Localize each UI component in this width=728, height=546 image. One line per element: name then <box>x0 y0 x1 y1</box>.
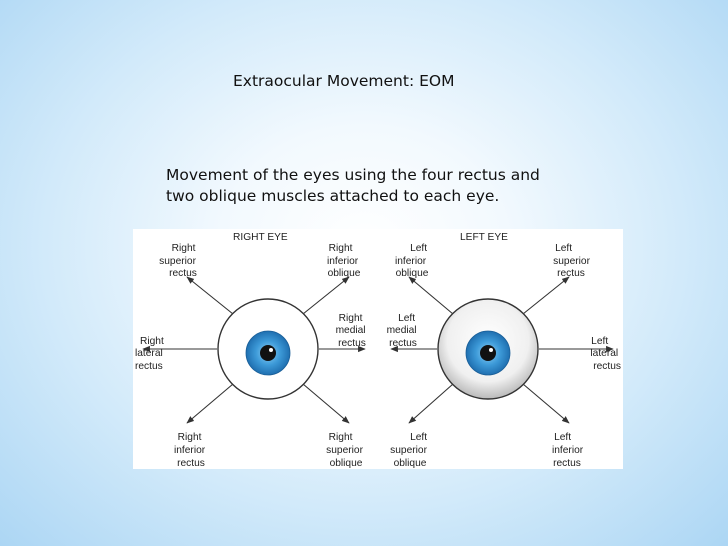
arrow-right-superior-rectus <box>186 276 234 315</box>
left-eye-group: Left inferior oblique Left superior rect… <box>387 243 621 469</box>
label-left-inferior-oblique: Left inferior oblique <box>395 243 430 279</box>
label-left-medial-rectus: Left medial rectus <box>387 313 420 349</box>
arrow-right-superior-oblique <box>302 383 350 424</box>
right-pupil-highlight <box>269 348 273 352</box>
label-right-superior-oblique: Right superior oblique <box>326 432 366 469</box>
arrow-left-superior-rectus <box>522 276 570 315</box>
arrow-left-superior-oblique <box>408 383 454 424</box>
label-left-inferior-rectus: Left inferior rectus <box>552 432 586 469</box>
left-pupil-highlight <box>489 348 493 352</box>
slide-description: Movement of the eyes using the four rect… <box>166 165 586 207</box>
label-left-lateral-rectus: Left lateral rectus <box>590 336 621 372</box>
label-right-inferior-oblique: Right inferior oblique <box>327 243 361 279</box>
label-left-superior-rectus: Left superior rectus <box>553 243 593 279</box>
label-right-inferior-rectus: Right inferior rectus <box>174 432 208 469</box>
description-line-1: Movement of the eyes using the four rect… <box>166 166 540 184</box>
left-eye-header: LEFT EYE <box>460 232 508 243</box>
right-eye-group: Right superior rectus Right inferior obl… <box>135 243 369 469</box>
description-line-2: two oblique muscles attached to each eye… <box>166 187 500 205</box>
eom-diagram: RIGHT EYE LEFT EYE Right superior rectus… <box>133 229 623 469</box>
right-pupil <box>260 345 276 361</box>
label-right-lateral-rectus: Right lateral rectus <box>135 336 167 372</box>
arrow-left-inferior-oblique <box>408 276 454 315</box>
arrow-left-inferior-rectus <box>522 383 570 424</box>
arrow-right-inferior-rectus <box>186 383 234 424</box>
right-eye-header: RIGHT EYE <box>233 232 288 243</box>
label-left-superior-oblique: Left superior oblique <box>390 432 430 469</box>
label-right-medial-rectus: Right medial rectus <box>336 313 369 349</box>
left-pupil <box>480 345 496 361</box>
slide-title: Extraocular Movement: EOM <box>233 72 455 90</box>
arrow-right-inferior-oblique <box>302 276 350 315</box>
label-right-superior-rectus: Right superior rectus <box>159 243 199 279</box>
